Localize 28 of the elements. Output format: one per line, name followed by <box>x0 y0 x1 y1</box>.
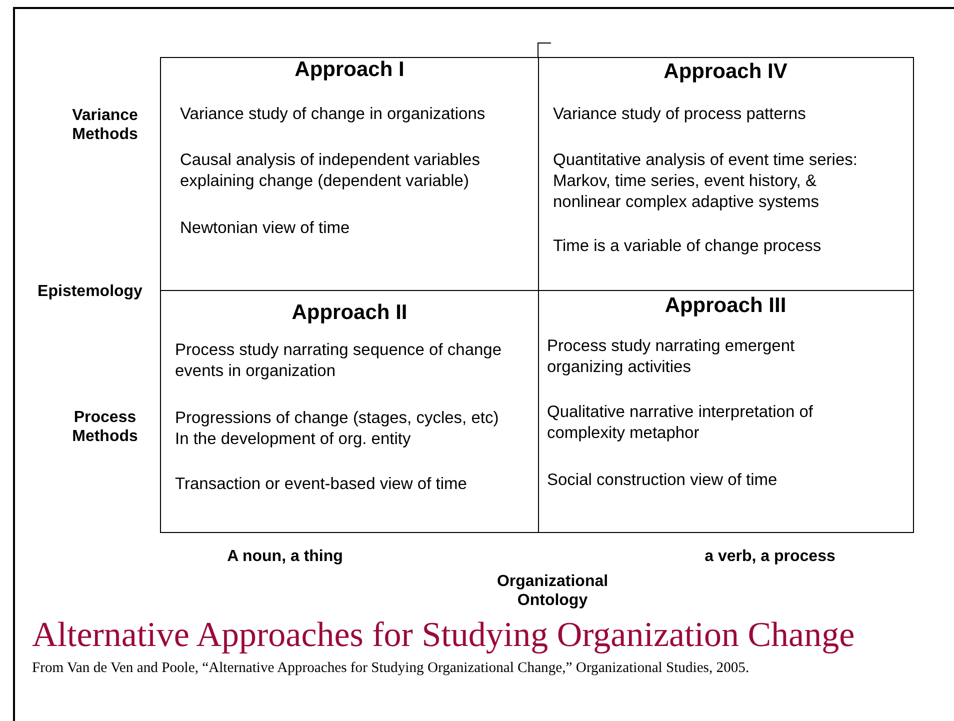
quadrant-text: Process study narrating emergent organizing activities <box>547 336 796 378</box>
quadrant-text: Variance study of change in organizations <box>180 104 486 125</box>
quadrant-heading: Approach III <box>664 294 788 318</box>
axis-label: a verb, a process <box>704 547 836 566</box>
quadrant-heading: Approach I <box>294 58 406 82</box>
axis-label: A noun, a thing <box>226 547 344 566</box>
quadrant-box <box>538 290 914 533</box>
quadrant-box <box>160 290 539 533</box>
caption: From Van de Ven and Poole, “Alternative Approaches for Studying Organizational Change,” Organizational Studies, 2005. <box>32 660 750 677</box>
quadrant-text: Progressions of change (stages, cycles, etc) In the development of org. entity <box>175 408 500 450</box>
quadrant-text: Quantitative analysis of event time series: Markov, time series, event history, & nonlinear complex adaptive systems <box>553 150 858 213</box>
title: Alternative Approaches for Studying Organization Change <box>32 615 855 655</box>
axis-label: Epistemology <box>36 282 144 301</box>
quadrant-heading: Approach IV <box>662 60 788 84</box>
quadrant-text: Social construction view of time <box>547 470 778 491</box>
quadrant-box <box>160 57 539 291</box>
quadrant-text: Time is a variable of change process <box>553 236 822 257</box>
quadrant-box <box>538 57 914 291</box>
quadrant-text: Process study narrating sequence of change events in organization <box>175 340 503 382</box>
quadrant-text: Variance study of process patterns <box>553 104 807 125</box>
quadrant-heading: Approach II <box>290 301 408 325</box>
quadrant-text: Causal analysis of independent variables explaining change (dependent variable) <box>180 150 481 192</box>
axis-label: Variance Methods <box>71 106 139 144</box>
quadrant-text: Qualitative narrative interpretation of complexity metaphor <box>547 402 814 444</box>
quadrant-text: Newtonian view of time <box>180 218 351 239</box>
axis-label: Organizational Ontology <box>496 572 610 610</box>
quadrant-text: Transaction or event-based view of time <box>175 474 468 495</box>
axis-label: Process Methods <box>71 408 139 446</box>
